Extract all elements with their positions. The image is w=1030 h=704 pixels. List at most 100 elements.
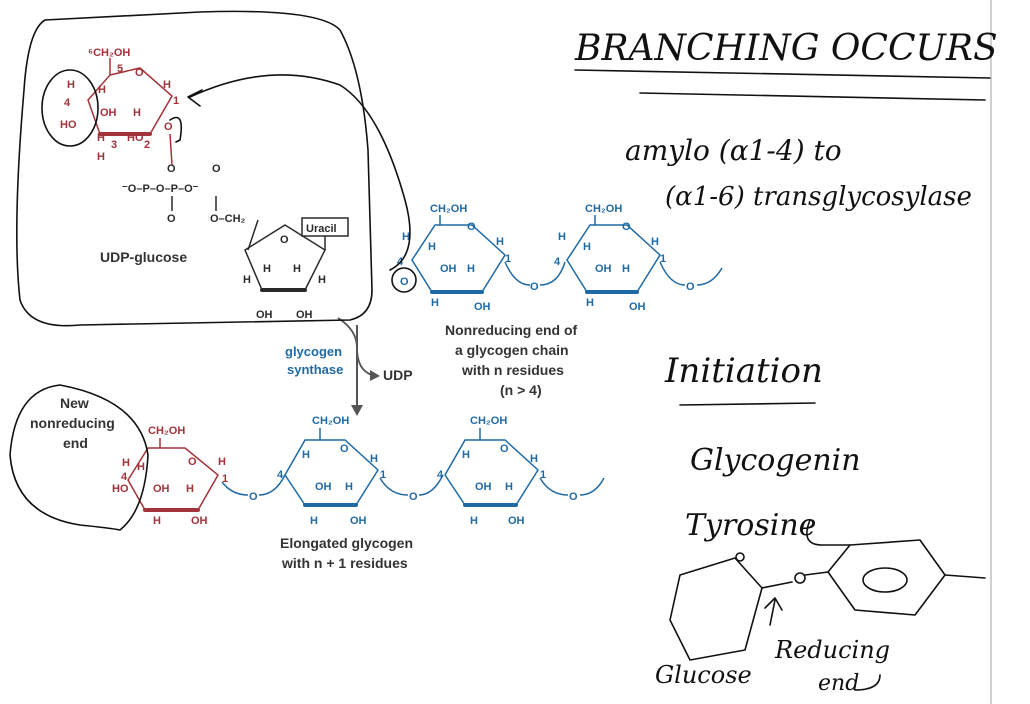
svg-text:H: H xyxy=(302,449,310,461)
svg-text:O: O xyxy=(249,491,258,503)
svg-text:H: H xyxy=(243,274,251,286)
svg-text:H: H xyxy=(470,515,478,527)
new-residue-ring xyxy=(127,447,219,511)
elongated-ring-1 xyxy=(284,439,379,506)
reaction-arrow: glycogen synthase UDP xyxy=(285,317,413,416)
note-reducing-end: end xyxy=(818,671,859,696)
svg-text:H: H xyxy=(583,241,591,253)
svg-text:O: O xyxy=(212,163,221,175)
svg-text:H: H xyxy=(586,297,594,309)
svg-text:O: O xyxy=(530,281,539,293)
svg-text:2: 2 xyxy=(144,139,150,151)
svg-text:1: 1 xyxy=(380,469,386,481)
svg-text:O: O xyxy=(409,491,418,503)
svg-text:CH₂OH: CH₂OH xyxy=(148,425,185,437)
svg-text:1: 1 xyxy=(173,95,179,107)
svg-text:H: H xyxy=(98,84,106,96)
enzyme-label-2: synthase xyxy=(287,362,343,377)
udp-glucose-caption: UDP-glucose xyxy=(100,249,187,265)
svg-text:OH: OH xyxy=(315,481,332,493)
svg-text:1: 1 xyxy=(505,253,511,265)
new-end-enclosure xyxy=(9,384,149,531)
svg-text:O: O xyxy=(164,121,173,133)
svg-text:OH: OH xyxy=(296,309,313,321)
svg-text:H: H xyxy=(67,79,75,91)
svg-text:CH₂OH: CH₂OH xyxy=(430,203,467,215)
svg-text:1: 1 xyxy=(660,253,666,265)
svg-text:H: H xyxy=(122,457,130,469)
diphosphate-label: ⁻O–P–O–P–O⁻ xyxy=(122,183,199,195)
svg-text:O: O xyxy=(622,221,631,233)
svg-text:OH: OH xyxy=(508,515,525,527)
svg-text:4: 4 xyxy=(554,256,561,268)
svg-text:1: 1 xyxy=(540,469,546,481)
chain-caption-2: a glycogen chain xyxy=(455,342,569,358)
note-initiation: Initiation xyxy=(664,351,823,391)
svg-text:H: H xyxy=(467,263,475,275)
svg-text:OH: OH xyxy=(191,515,208,527)
nonreducing-oh-circle xyxy=(391,267,417,293)
glucose-sketch xyxy=(669,557,763,661)
svg-text:O: O xyxy=(569,491,578,503)
svg-text:5: 5 xyxy=(117,63,123,75)
svg-text:H: H xyxy=(186,483,194,495)
svg-text:HO: HO xyxy=(60,119,77,131)
elongated-caption-2: with n + 1 residues xyxy=(281,555,408,571)
svg-text:H: H xyxy=(651,236,659,248)
elongated-caption-1: Elongated glycogen xyxy=(280,535,413,551)
udp-glucose-ring xyxy=(87,67,173,135)
svg-text:OH: OH xyxy=(440,263,457,275)
svg-text:OH: OH xyxy=(474,301,491,313)
svg-text:H: H xyxy=(97,151,105,163)
svg-text:H: H xyxy=(310,515,318,527)
svg-text:OH: OH xyxy=(256,309,273,321)
svg-text:H: H xyxy=(318,274,326,286)
svg-text:H: H xyxy=(293,263,301,275)
svg-text:H: H xyxy=(163,79,171,91)
svg-text:OH: OH xyxy=(595,263,612,275)
svg-text:CH₂OH: CH₂OH xyxy=(312,415,349,427)
glycogen-chain-n-residues: CH₂OH O H H H 4 1 O OH H H OH O CH₂OH O … xyxy=(397,203,723,398)
svg-text:O: O xyxy=(500,443,509,455)
svg-text:O: O xyxy=(167,163,176,175)
svg-text:H: H xyxy=(97,132,105,144)
svg-text:OH: OH xyxy=(153,483,170,495)
svg-text:H: H xyxy=(462,449,470,461)
svg-text:O: O xyxy=(467,221,476,233)
udp-byproduct-label: UDP xyxy=(383,367,413,383)
svg-text:CH₂OH: CH₂OH xyxy=(585,203,622,215)
svg-text:H: H xyxy=(137,461,145,473)
svg-text:H: H xyxy=(218,456,226,468)
svg-text:H: H xyxy=(345,481,353,493)
svg-text:OH: OH xyxy=(629,301,646,313)
new-end-caption-2: nonreducing xyxy=(30,415,115,431)
new-end-caption-1: New xyxy=(60,395,89,411)
svg-text:O: O xyxy=(400,276,409,288)
svg-text:3: 3 xyxy=(111,139,117,151)
elongated-glycogen: CH₂OH O H H H 4 1 HO OH H H OH O CH₂OH O… xyxy=(112,415,605,571)
note-reducing: Reducing xyxy=(774,636,890,664)
elongated-ring-2 xyxy=(444,439,539,506)
svg-text:H: H xyxy=(558,231,566,243)
note-branching: BRANCHING OCCURS xyxy=(574,28,998,69)
ribose-ring xyxy=(244,224,326,291)
chain-caption-3: with n residues xyxy=(461,362,564,378)
svg-text:H: H xyxy=(402,231,410,243)
svg-text:O: O xyxy=(188,456,197,468)
svg-text:H: H xyxy=(263,263,271,275)
svg-text:H: H xyxy=(505,481,513,493)
svg-text:OH: OH xyxy=(100,107,117,119)
svg-text:O–CH₂: O–CH₂ xyxy=(210,213,246,225)
svg-text:O: O xyxy=(280,234,289,246)
svg-text:4: 4 xyxy=(64,97,71,109)
c4-hydrogen-circle xyxy=(41,69,99,147)
svg-text:O: O xyxy=(135,67,144,79)
svg-text:H: H xyxy=(370,453,378,465)
svg-text:O: O xyxy=(340,443,349,455)
handwritten-annotations: BRANCHING OCCURS amylo (α1-4) to (α1-6) … xyxy=(9,10,998,696)
udp-glucose-enclosure xyxy=(16,10,373,327)
transfer-arrow xyxy=(189,74,411,271)
svg-text:1: 1 xyxy=(222,473,228,485)
chain-caption-4: (n > 4) xyxy=(500,382,542,398)
